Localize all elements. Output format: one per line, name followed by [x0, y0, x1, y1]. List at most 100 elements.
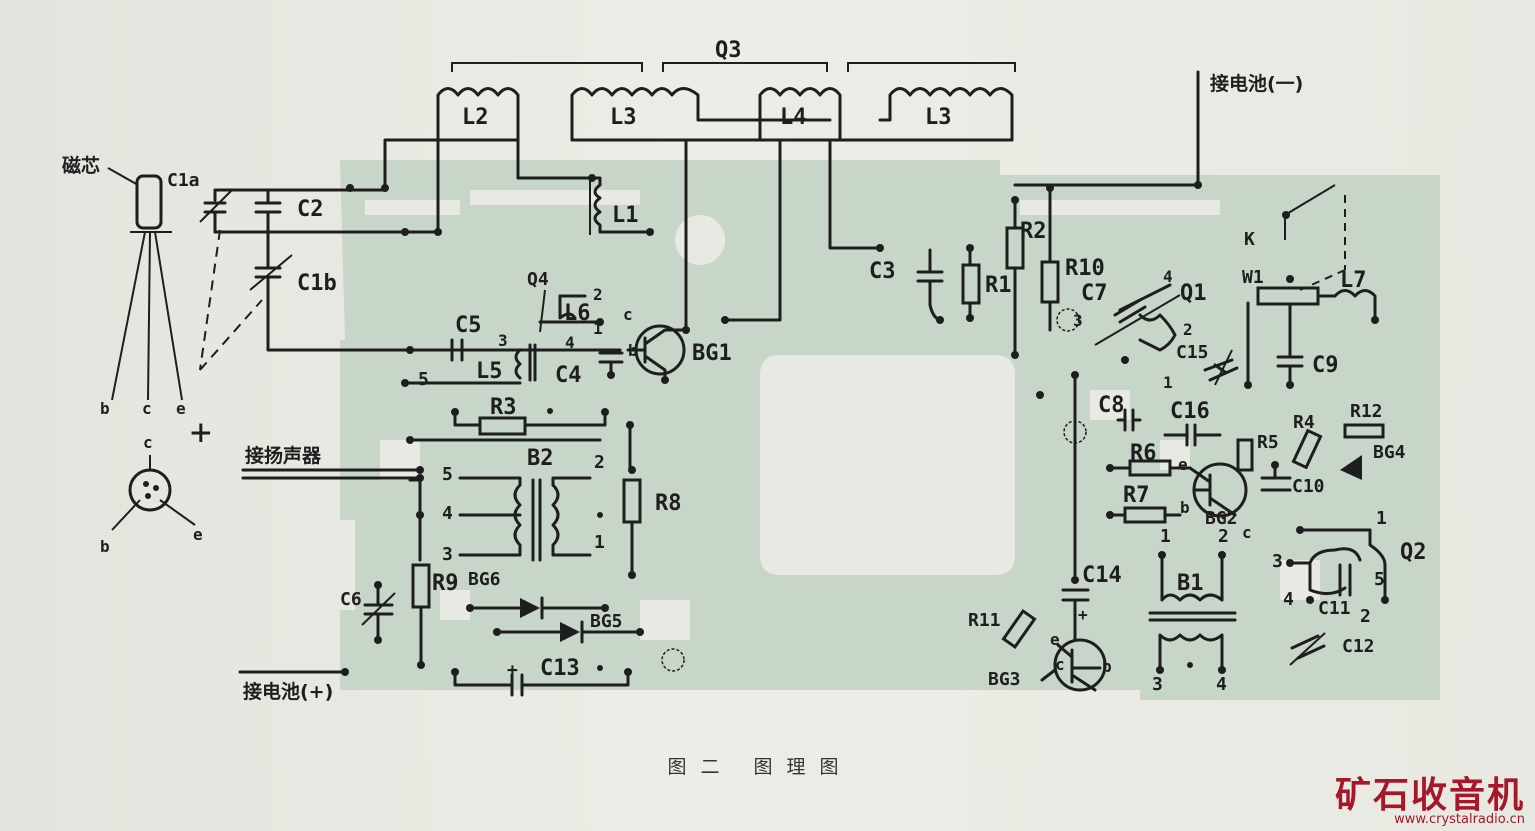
l1-coil: L1	[589, 176, 652, 235]
q3-coil-assembly: Q3 L2 L3 L4 L3	[383, 38, 1016, 332]
label-q1-pin4: 4	[1163, 267, 1173, 286]
label-r2: R2	[1020, 219, 1047, 244]
label-r9: R9	[432, 571, 459, 596]
tuning-section: C1a C2 C1b	[167, 170, 622, 371]
label-r11: R11	[968, 610, 1001, 631]
label-b1-pin3: 3	[1152, 674, 1163, 695]
label-battery-neg: 接电池(一)	[1210, 72, 1303, 95]
label-bg5: BG5	[590, 611, 623, 632]
detector-section: C3 R1 R2 R10	[869, 186, 1105, 357]
oscillator-section: Q4 2 L6 1 C5 3 4 L5 5 C4 c b BG1	[403, 269, 732, 390]
label-r5: R5	[1257, 432, 1279, 453]
bg3-transistor-icon	[1053, 638, 1107, 692]
label-r1: R1	[985, 273, 1012, 298]
label-l5-pin5: 5	[418, 369, 429, 390]
figure-caption: 图二 图理图	[667, 756, 853, 778]
watermark-brand: 矿石收音机	[1334, 775, 1525, 816]
label-antenna: 磁芯	[62, 154, 100, 177]
output-section: R3 接扬声器 5 B2 2 4 3 1 R8 R9	[241, 395, 682, 667]
label-l7: L7	[1340, 268, 1367, 293]
label-bg1-c: c	[623, 305, 633, 324]
label-q3: Q3	[715, 38, 742, 63]
label-q2-pin5: 5	[1374, 569, 1385, 590]
label-l5-pin4: 4	[565, 333, 575, 352]
label-q1-pin1: 1	[1163, 373, 1173, 392]
r11-resistor-icon	[1001, 608, 1037, 650]
label-l3-right: L3	[925, 105, 952, 130]
label-r3: R3	[490, 395, 517, 420]
label-c-bottom: c	[143, 433, 153, 452]
label-speaker: 接扬声器	[245, 444, 322, 467]
label-l3-left: L3	[610, 105, 637, 130]
label-c13-plus: +	[507, 660, 518, 681]
label-q2: Q2	[1400, 540, 1427, 565]
watermark-url: www.crystalradio.cn	[1394, 812, 1525, 827]
label-l1: L1	[612, 203, 639, 228]
q2-section: 1 3 Q2 5 4 C11 2 C12	[1272, 508, 1427, 666]
rectifier-section: BG6 BG5 C6 接电池(+) + C13	[238, 569, 685, 703]
label-bg2-c: c	[1242, 523, 1252, 542]
label-q1-pin3: 3	[1073, 311, 1083, 330]
label-r12: R12	[1350, 401, 1383, 422]
solder-pads	[341, 174, 1389, 676]
label-b2: B2	[527, 446, 554, 471]
if-amp-section: C8 C16 R6 R7 e b c BG2 R5 R4 R12 BG4 C10	[1063, 373, 1406, 582]
ferrite-rod-icon	[135, 174, 163, 230]
test-point-icon	[661, 648, 685, 672]
label-c14: C14	[1082, 563, 1122, 588]
label-b2-pin1: 1	[594, 532, 605, 553]
label-c13: C13	[540, 656, 580, 681]
label-c14-plus: +	[1078, 605, 1088, 624]
label-bg3-e: e	[1050, 630, 1060, 649]
label-w1: W1	[1242, 267, 1264, 288]
pcb-outline	[340, 160, 1440, 700]
label-q4: Q4	[527, 269, 549, 290]
label-battery-pos: 接电池(+)	[243, 680, 333, 703]
r4-resistor-icon	[1291, 428, 1323, 470]
label-e-pin: e	[176, 399, 186, 418]
test-point-icon-3	[1063, 420, 1087, 444]
r12-resistor-icon	[1343, 423, 1385, 439]
label-r10: R10	[1065, 256, 1105, 281]
label-b1-pin1: 1	[1160, 526, 1171, 547]
label-l5: L5	[476, 359, 503, 384]
label-e-bottom: e	[193, 525, 203, 544]
label-bg3: BG3	[988, 669, 1021, 690]
label-bg2: BG2	[1205, 508, 1238, 529]
label-b2-pin2: 2	[594, 452, 605, 473]
label-b2-pin4: 4	[442, 503, 453, 524]
label-b-bottom: b	[100, 537, 110, 556]
antenna-section: 磁芯 b c e c b e +	[62, 154, 212, 556]
label-c1a: C1a	[167, 170, 200, 191]
q1-section: C7 4 Q1 3 2 1 C15	[1073, 267, 1239, 392]
label-q1: Q1	[1180, 281, 1207, 306]
label-l5-pin3: 3	[498, 331, 508, 350]
label-l2: L2	[462, 105, 489, 130]
label-l6-pin1: 1	[593, 319, 603, 338]
label-q2-pin3: 3	[1272, 551, 1283, 572]
label-l4: L4	[780, 105, 807, 130]
label-c2: C2	[297, 197, 324, 222]
label-bg3-c: c	[1055, 655, 1065, 674]
label-c5: C5	[455, 313, 482, 338]
label-q2-pin4: 4	[1283, 589, 1294, 610]
label-r4: R4	[1293, 412, 1315, 433]
label-r8: R8	[655, 491, 682, 516]
label-q1-pin2: 2	[1183, 320, 1193, 339]
label-q2-pin1: 1	[1376, 508, 1387, 529]
label-bg2-e: e	[1178, 455, 1188, 474]
label-bg3-b: b	[1102, 657, 1112, 676]
label-c16: C16	[1170, 399, 1210, 424]
bg4-diode-icon	[1340, 455, 1362, 480]
r5-resistor-icon	[1236, 438, 1254, 472]
label-r7: R7	[1123, 483, 1150, 508]
label-k: K	[1244, 229, 1255, 250]
test-point-icon-2	[1056, 308, 1080, 332]
label-b1-pin2: 2	[1218, 526, 1229, 547]
label-c1b: C1b	[297, 271, 337, 296]
label-c7: C7	[1081, 281, 1108, 306]
label-plus: +	[190, 412, 212, 453]
label-c3: C3	[869, 259, 896, 284]
label-c4: C4	[555, 363, 582, 388]
label-c12: C12	[1342, 636, 1375, 657]
